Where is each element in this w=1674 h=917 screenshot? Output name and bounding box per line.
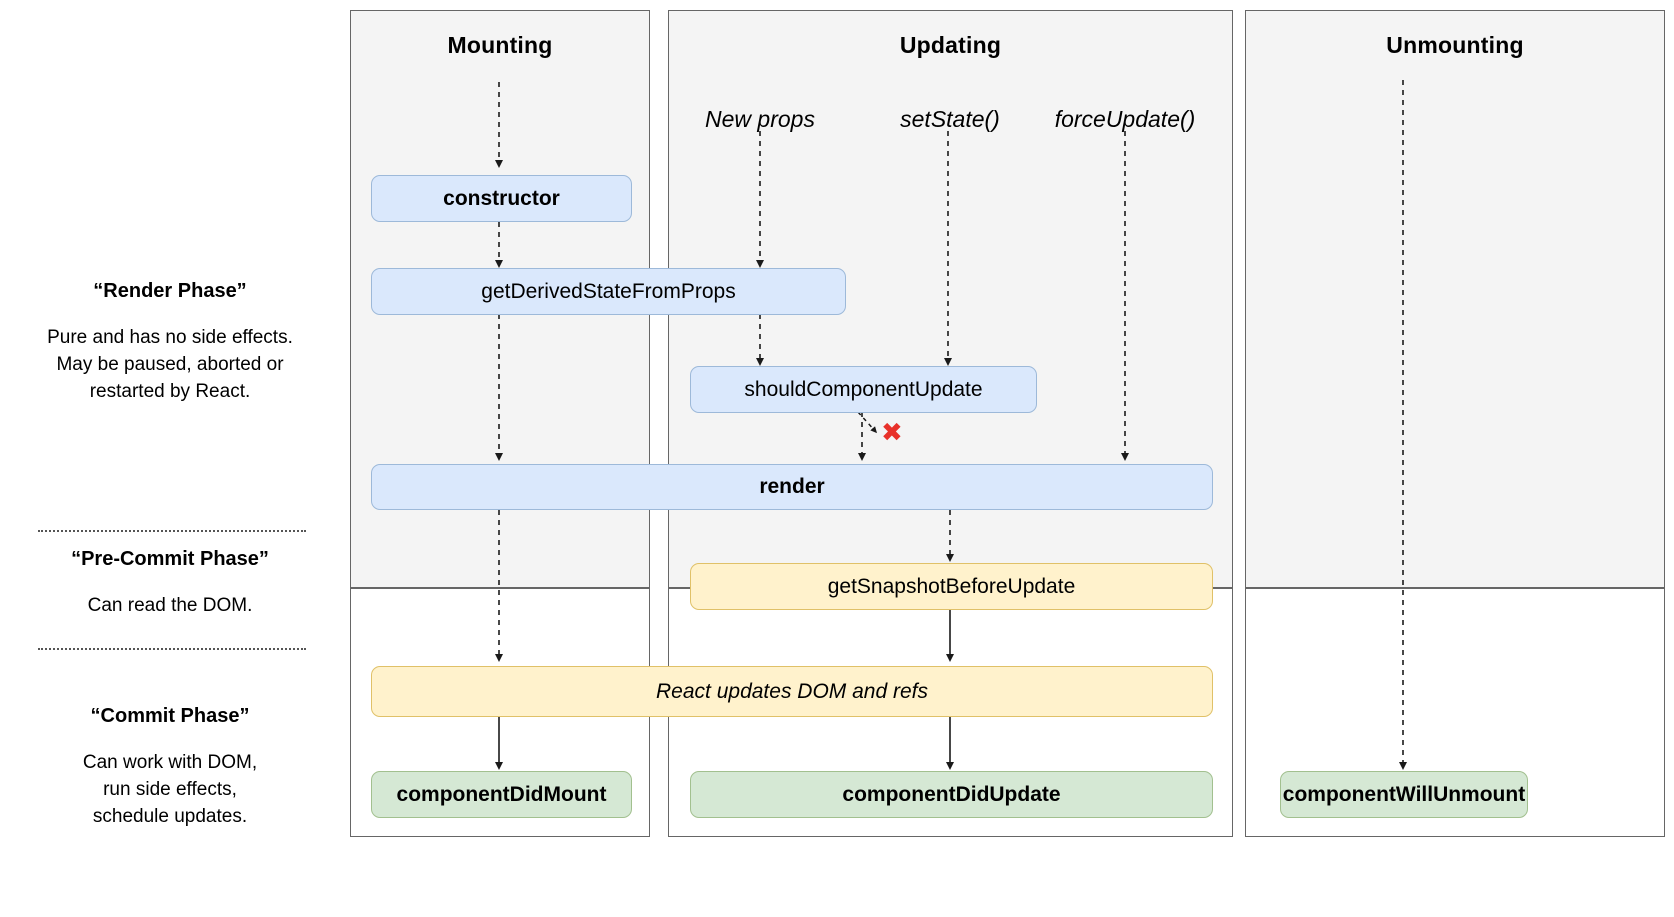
phase-commit-title: “Commit Phase” bbox=[90, 705, 250, 727]
node-react-updates-dom-and-refs[interactable]: React updates DOM and refs bbox=[371, 666, 1213, 717]
node-component-will-unmount[interactable]: componentWillUnmount bbox=[1280, 771, 1528, 818]
trigger-set-state: setState() bbox=[900, 106, 1000, 132]
column-title-unmounting: Unmounting bbox=[1386, 32, 1524, 58]
phase-render-line-1: Pure and has no side effects. bbox=[47, 327, 293, 348]
column-title-mounting: Mounting bbox=[447, 32, 553, 58]
phase-commit-line-3: schedule updates. bbox=[92, 805, 248, 827]
trigger-force-update: forceUpdate() bbox=[1054, 106, 1196, 132]
node-get-derived-state-from-props[interactable]: getDerivedStateFromProps bbox=[371, 268, 846, 315]
phase-render-line-3: restarted by React. bbox=[89, 380, 251, 402]
phase-pre-commit-title: “Pre-Commit Phase” bbox=[71, 548, 269, 570]
node-render[interactable]: render bbox=[371, 464, 1213, 510]
node-constructor[interactable]: constructor bbox=[371, 175, 632, 222]
phase-pre-commit: “Pre-Commit Phase” Can read the DOM. bbox=[0, 548, 340, 620]
column-title-updating: Updating bbox=[899, 32, 1002, 58]
bail-out-x-icon: ✖ bbox=[881, 418, 903, 448]
phase-render: “Render Phase” Pure and has no side effe… bbox=[0, 280, 340, 406]
phase-commit-line-1: Can work with DOM, bbox=[82, 752, 258, 773]
node-component-did-update[interactable]: componentDidUpdate bbox=[690, 771, 1213, 818]
phase-render-line-2: May be paused, aborted or bbox=[56, 353, 284, 375]
phase-divider-top bbox=[38, 530, 306, 532]
phase-pre-commit-line-1: Can read the DOM. bbox=[87, 595, 253, 616]
node-should-component-update[interactable]: shouldComponentUpdate bbox=[690, 366, 1037, 413]
trigger-new-props: New props bbox=[705, 106, 815, 132]
phase-commit-line-2: run side effects, bbox=[103, 778, 237, 800]
phase-commit: “Commit Phase” Can work with DOM, run si… bbox=[0, 705, 340, 831]
node-component-did-mount[interactable]: componentDidMount bbox=[371, 771, 632, 818]
node-get-snapshot-before-update[interactable]: getSnapshotBeforeUpdate bbox=[690, 563, 1213, 610]
phase-render-title: “Render Phase” bbox=[93, 280, 247, 302]
column-unmounting-render-area bbox=[1245, 10, 1665, 588]
phase-divider-bottom bbox=[38, 648, 306, 650]
